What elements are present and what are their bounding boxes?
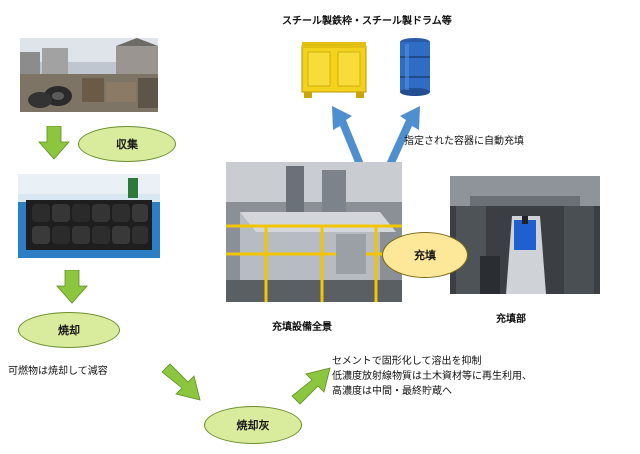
collect-step: 収集 bbox=[78, 126, 176, 162]
arrow-to-ash bbox=[161, 363, 201, 401]
facility-caption: 充填設備全景 bbox=[272, 322, 332, 333]
combustible-label: 可燃物は焼却して減容 bbox=[8, 366, 108, 377]
arrow-from-ash bbox=[291, 367, 331, 405]
steel-drum-image bbox=[398, 36, 432, 98]
fill-step: 充填 bbox=[382, 232, 468, 278]
note-line: 高濃度は中間・最終貯蔵へ bbox=[332, 386, 452, 397]
note-line: セメントで固形化して溶出を抑制 bbox=[332, 356, 482, 367]
processing-notes: セメントで固形化して溶出を抑制 低濃度放射線物質は土木資材等に再生利用、 高濃度… bbox=[332, 354, 532, 399]
incinerate-step: 焼却 bbox=[18, 312, 120, 348]
note-line: 低濃度放射線物質は土木資材等に再生利用、 bbox=[332, 371, 532, 382]
steel-frame-container-image bbox=[298, 38, 370, 100]
filling-part-caption: 充填部 bbox=[496, 314, 526, 325]
collection-photo bbox=[20, 38, 158, 112]
bagged-waste-photo bbox=[18, 174, 160, 258]
arrow-down-1 bbox=[38, 126, 70, 160]
ash-step: 焼却灰 bbox=[204, 406, 302, 444]
facility-overview-photo bbox=[226, 162, 402, 302]
arrow-down-2 bbox=[56, 270, 88, 304]
filling-section-photo bbox=[450, 176, 600, 294]
top-caption: スチール製鉄枠・スチール製ドラム等 bbox=[282, 16, 452, 27]
blue-arrows bbox=[332, 106, 420, 170]
auto-fill-label: 指定された容器に自動充填 bbox=[404, 136, 524, 147]
